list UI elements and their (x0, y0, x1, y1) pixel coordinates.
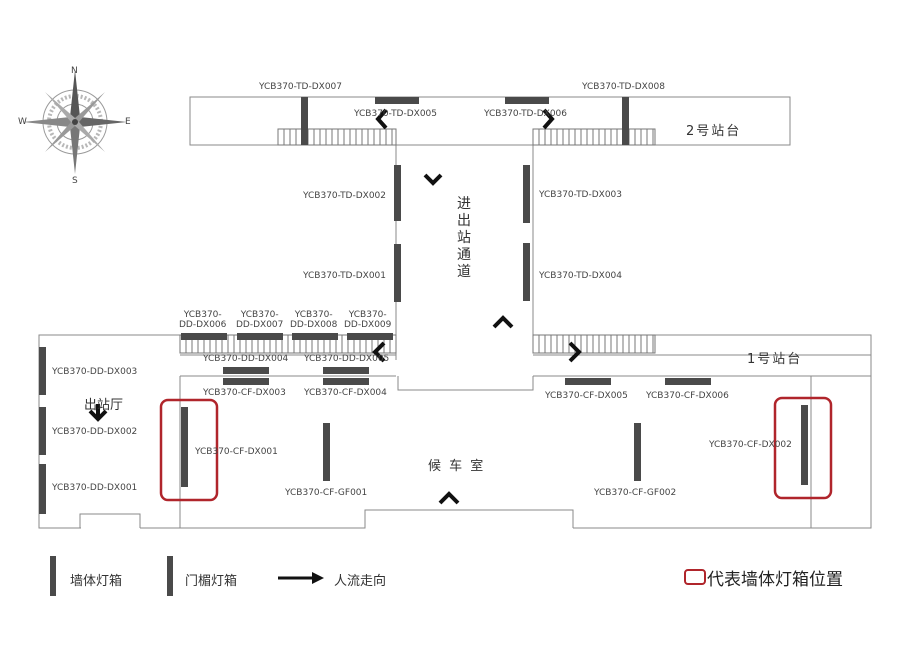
wall-box-dd006 (181, 333, 227, 340)
wall-box-cf002 (801, 405, 808, 485)
compass-rose-icon (23, 70, 127, 174)
compass-east: E (125, 117, 131, 127)
wall-box-cf005 (565, 378, 611, 385)
compass-south: S (72, 176, 78, 186)
wall-box-td003 (523, 165, 530, 223)
wall-box-cf001 (181, 407, 188, 487)
wall-box-dd001 (39, 464, 46, 514)
flow-arrow-icon (438, 491, 460, 505)
label-dd007: YCB370- DD-DX007 (236, 310, 284, 330)
platform-2-label: 2号站台 (686, 124, 742, 139)
label-gf002: YCB370-CF-GF002 (594, 488, 677, 498)
wall-box-dd008 (292, 333, 338, 340)
label-cf003: YCB370-CF-DX003 (203, 388, 286, 398)
label-dd003: YCB370-DD-DX003 (52, 367, 138, 377)
label-td007: YCB370-TD-DX007 (259, 82, 343, 92)
compass-west: W (18, 117, 27, 127)
label-dd002: YCB370-DD-DX002 (52, 427, 138, 437)
label-cf002: YCB370-CF-DX002 (709, 440, 792, 450)
label-cf005: YCB370-CF-DX005 (545, 391, 628, 401)
legend-door-box-swatch (167, 556, 173, 596)
flow-arrow-icon (372, 341, 386, 363)
exit-hall-label: 出站厅 (84, 398, 124, 413)
stair-hatch (532, 334, 656, 354)
door-box-gf001 (323, 423, 330, 481)
door-box-td008 (622, 97, 629, 145)
label-gf001: YCB370-CF-GF001 (285, 488, 368, 498)
wall-box-dd003 (39, 347, 46, 395)
flow-arrow-icon (542, 108, 555, 130)
wall-box-cf003 (223, 378, 269, 385)
platform-1-label: 1号站台 (747, 352, 803, 367)
label-dd008: YCB370- DD-DX008 (290, 310, 338, 330)
compass-north: N (71, 66, 78, 76)
label-cf004: YCB370-CF-DX004 (304, 388, 387, 398)
legend-arrow-icon (278, 572, 324, 584)
wall-box-dd007 (237, 333, 283, 340)
wall-box-cf006 (665, 378, 711, 385)
door-box-gf002 (634, 423, 641, 481)
legend-wall-box-label: 墙体灯箱 (70, 574, 123, 589)
label-dd009: YCB370- DD-DX009 (344, 310, 392, 330)
label-dd001: YCB370-DD-DX001 (52, 483, 138, 493)
wall-box-cf004 (323, 378, 369, 385)
label-td005: YCB370-TD-DX005 (354, 109, 438, 119)
wall-box-td006 (505, 97, 549, 104)
flow-arrow-icon (375, 108, 388, 130)
legend-flow-label: 人流走向 (334, 574, 387, 589)
highlight-frame-cf001 (159, 398, 219, 502)
legend-door-box-label: 门楣灯箱 (185, 574, 238, 589)
wall-box-td004 (523, 243, 530, 301)
flow-arrow-icon (568, 341, 582, 363)
stair-hatch (532, 128, 656, 146)
label-td003: YCB370-TD-DX003 (539, 190, 623, 200)
legend-highlight-swatch (684, 569, 706, 585)
label-cf006: YCB370-CF-DX006 (646, 391, 729, 401)
wall-box-dd004 (223, 367, 269, 374)
label-td001: YCB370-TD-DX001 (303, 271, 387, 281)
door-box-td007 (301, 97, 308, 145)
wall-box-td002 (394, 165, 401, 221)
label-td004: YCB370-TD-DX004 (539, 271, 623, 281)
label-dd004: YCB370-DD-DX004 (203, 354, 289, 364)
label-dd005: YCB370-DD-DX005 (304, 354, 390, 364)
wall-box-td001 (394, 244, 401, 302)
corridor-label: 进出站通道 (457, 196, 471, 280)
label-td006: YCB370-TD-DX006 (484, 109, 568, 119)
label-td008: YCB370-TD-DX008 (582, 82, 666, 92)
label-dd006: YCB370- DD-DX006 (179, 310, 227, 330)
waiting-room-label: 候 车 室 (428, 459, 486, 474)
label-td002: YCB370-TD-DX002 (303, 191, 387, 201)
wall-box-dd002 (39, 407, 46, 455)
wall-box-dd005 (323, 367, 369, 374)
legend-wall-box-swatch (50, 556, 56, 596)
legend-marked-label: 代表墙体灯箱位置 (707, 570, 843, 590)
wall-box-dd009 (347, 333, 393, 340)
flow-arrow-icon (423, 173, 443, 186)
stair-hatch (277, 128, 397, 146)
label-cf001: YCB370-CF-DX001 (195, 447, 278, 457)
flow-arrow-icon (492, 315, 514, 329)
highlight-frame-cf002 (773, 396, 833, 500)
wall-box-td005 (375, 97, 419, 104)
